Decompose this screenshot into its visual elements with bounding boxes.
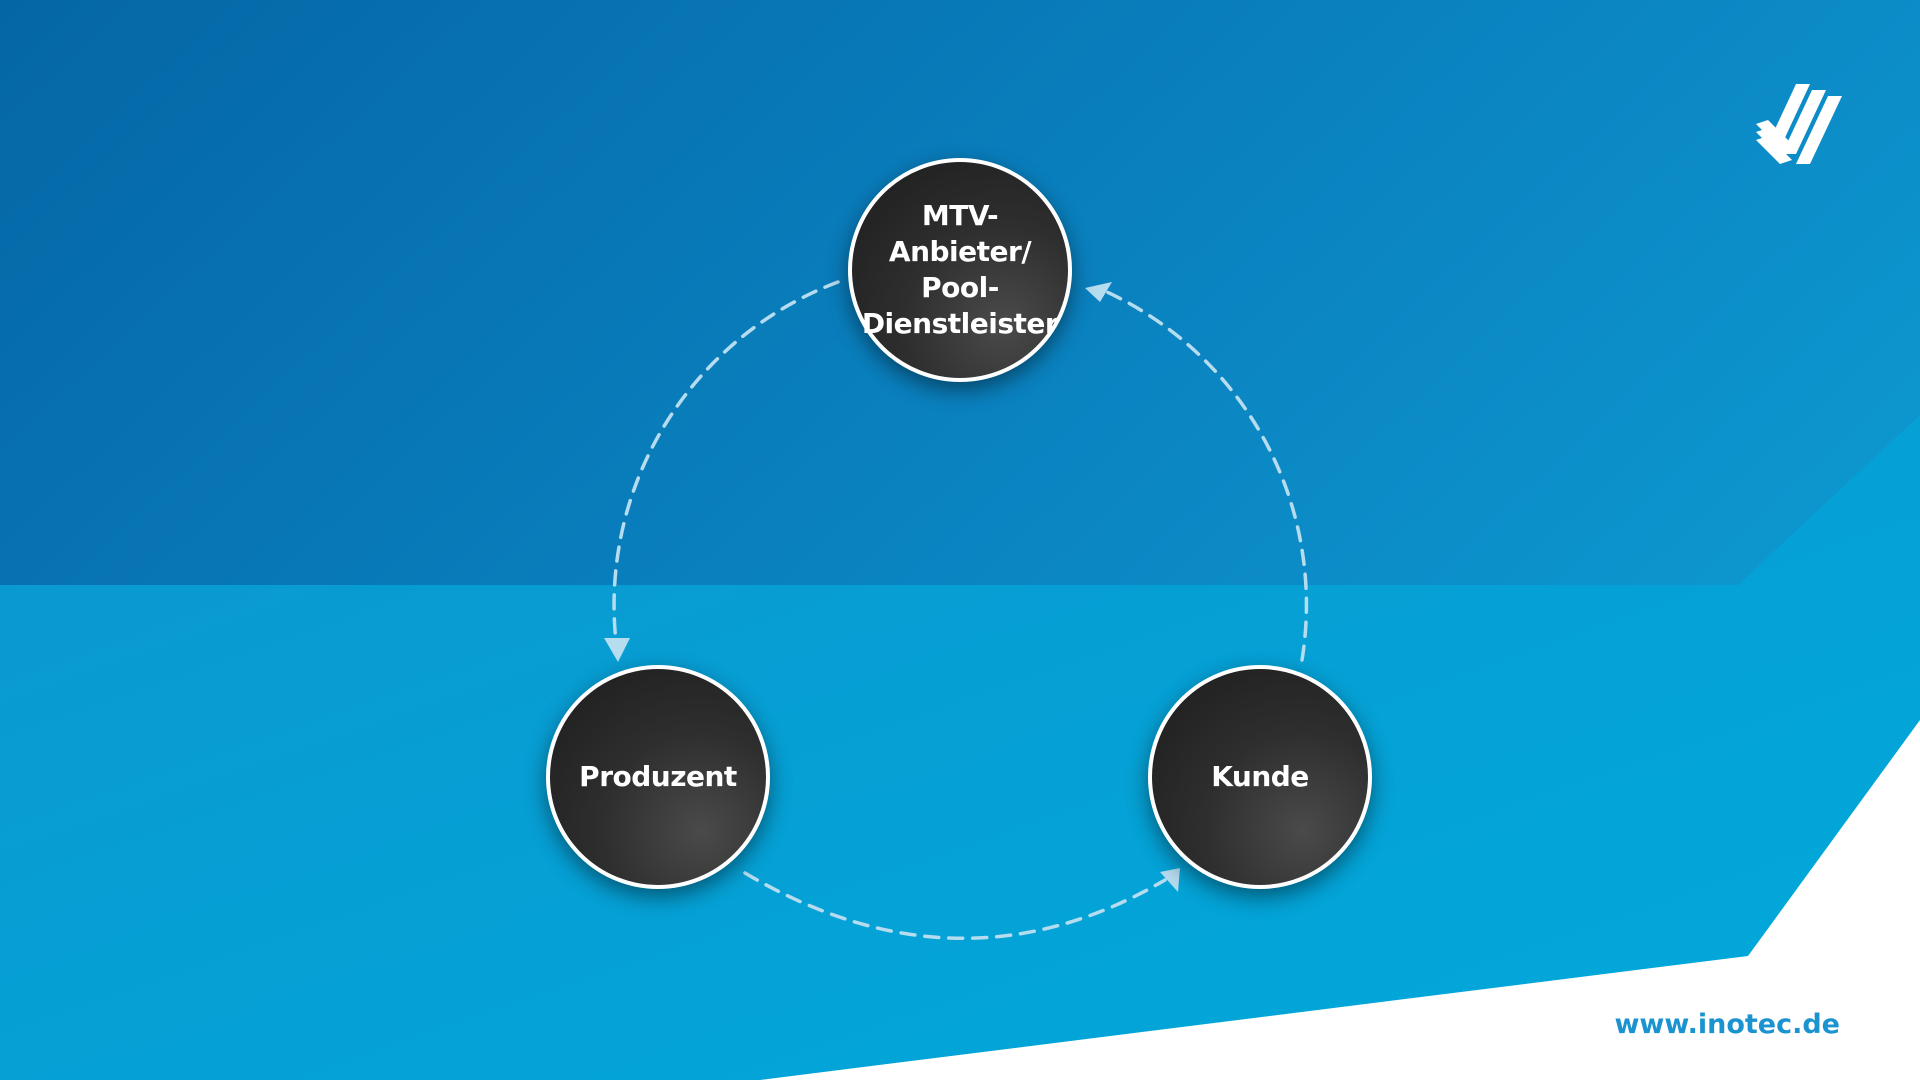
node-produzent: Produzent	[546, 665, 770, 889]
bg-white-wedge	[760, 720, 1920, 1080]
node-label-top: MTV- Anbieter/ Pool- Dienstleister	[861, 199, 1059, 340]
arrowhead-to-top	[1085, 282, 1112, 302]
arrowhead-to-left	[604, 638, 630, 662]
node-kunde: Kunde	[1148, 665, 1372, 889]
bg-lower-band	[0, 415, 1920, 1080]
arrowhead-to-right	[1160, 868, 1180, 892]
website-url[interactable]: www.inotec.de	[1614, 1009, 1840, 1040]
edge-right-to-top	[1096, 286, 1309, 662]
edge-top-to-left	[612, 280, 840, 652]
node-label-left: Produzent	[579, 760, 737, 793]
node-label-right: Kunde	[1211, 760, 1309, 793]
edge-left-to-right	[743, 871, 1167, 940]
connectors	[612, 280, 1309, 940]
node-mtv-anbieter: MTV- Anbieter/ Pool- Dienstleister	[848, 158, 1072, 382]
inotec-stripes-logo-icon	[1756, 84, 1842, 164]
